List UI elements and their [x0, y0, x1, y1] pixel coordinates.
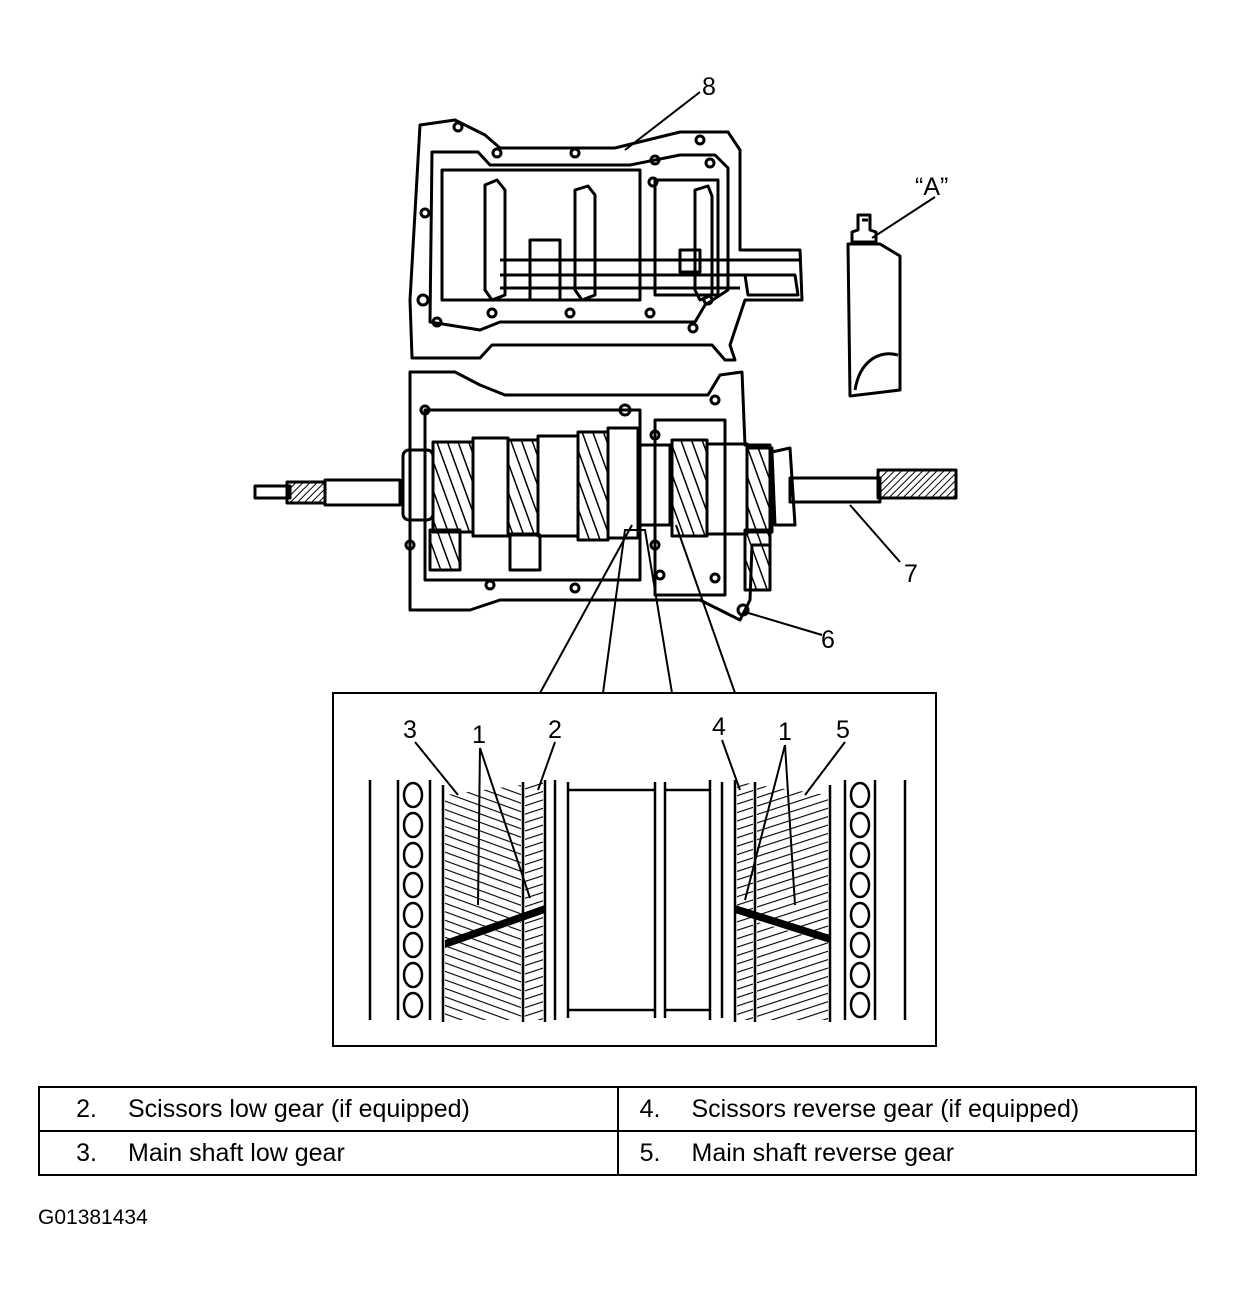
- callout-7: 7: [904, 560, 918, 588]
- legend-cell: 3. Main shaft low gear: [38, 1130, 619, 1176]
- sealant-tube-drawing: [846, 213, 902, 398]
- legend-number: 2.: [76, 1094, 97, 1123]
- legend-number: 3.: [76, 1138, 97, 1167]
- callout-2: 2: [548, 716, 562, 744]
- legend-cell: 2. Scissors low gear (if equipped): [38, 1086, 619, 1132]
- callout-1-right: 1: [778, 718, 792, 746]
- legend-cell: 5. Main shaft reverse gear: [616, 1130, 1197, 1176]
- callout-4: 4: [712, 713, 726, 741]
- legend-table: 2. Scissors low gear (if equipped) 4. Scis…: [38, 1086, 1197, 1176]
- callout-1-left: 1: [472, 721, 486, 749]
- legend-cell: 4. Scissors reverse gear (if equipped): [616, 1086, 1197, 1132]
- gear-detail-inset-drawing: [332, 692, 937, 1047]
- leader-lines: [539, 91, 936, 694]
- transmission-exploded-diagram: 8 “A” 7 6 3 1 2 4 1 5: [253, 73, 958, 1047]
- figure-id: G01381434: [38, 1206, 148, 1229]
- transmission-upper-case-drawing: [408, 118, 804, 362]
- legend-text: Main shaft reverse gear: [691, 1138, 955, 1167]
- legend-text: Scissors reverse gear (if equipped): [691, 1094, 1080, 1123]
- callout-a: “A”: [915, 173, 948, 201]
- legend-number: 4.: [639, 1094, 661, 1123]
- legend-row: 2. Scissors low gear (if equipped) 4. Scis…: [38, 1086, 1197, 1132]
- callout-3: 3: [403, 716, 417, 744]
- transmission-lower-case-drawing: [253, 370, 958, 622]
- callout-8: 8: [702, 73, 716, 101]
- callout-6: 6: [821, 626, 835, 654]
- legend-row: 3. Main shaft low gear 5. Main shaft rever…: [38, 1130, 1197, 1176]
- legend-number: 5.: [639, 1138, 661, 1167]
- legend-text: Main shaft low gear: [128, 1138, 345, 1167]
- legend-text: Scissors low gear (if equipped): [128, 1094, 470, 1123]
- callout-5: 5: [836, 716, 850, 744]
